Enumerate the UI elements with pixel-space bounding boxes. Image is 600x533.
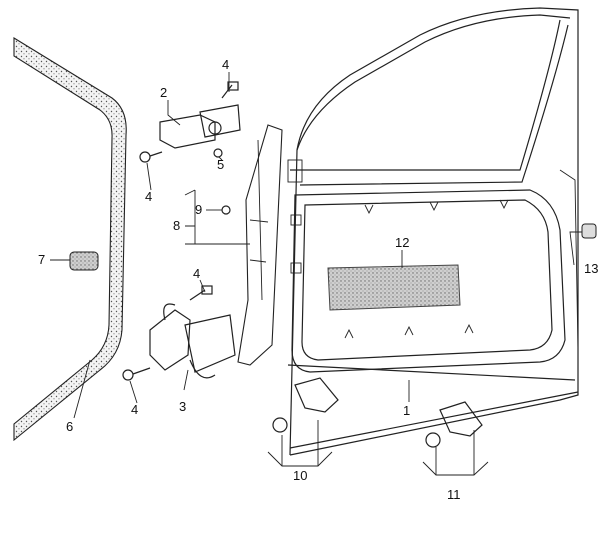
callout-4: 4 xyxy=(131,402,139,417)
stopper xyxy=(581,223,597,239)
callout-1: 1 xyxy=(403,403,411,418)
callout-12: 12 xyxy=(395,235,410,250)
callout-5: 5 xyxy=(217,157,225,172)
callout-2: 2 xyxy=(160,85,168,100)
callout-6: 6 xyxy=(66,419,74,434)
callout-8: 8 xyxy=(173,218,181,233)
reinforcement-strip xyxy=(237,124,283,366)
leader-lines xyxy=(50,72,582,476)
door-seal xyxy=(13,37,127,442)
bolts xyxy=(122,148,231,381)
plug xyxy=(69,251,99,271)
callout-3: 3 xyxy=(179,399,187,414)
callout-7: 7 xyxy=(38,252,46,267)
retainer-clips xyxy=(272,377,483,448)
sound-pad xyxy=(327,264,461,311)
callout-13: 13 xyxy=(584,261,599,276)
callout-4: 4 xyxy=(145,189,153,204)
lower-hinge xyxy=(149,285,236,379)
callout-4: 4 xyxy=(222,57,230,72)
callout-11: 11 xyxy=(447,487,461,502)
door-shell xyxy=(287,7,579,456)
upper-hinge xyxy=(159,81,241,149)
callout-10: 10 xyxy=(293,468,308,483)
callout-9: 9 xyxy=(195,202,203,217)
callout-4: 4 xyxy=(193,266,201,281)
